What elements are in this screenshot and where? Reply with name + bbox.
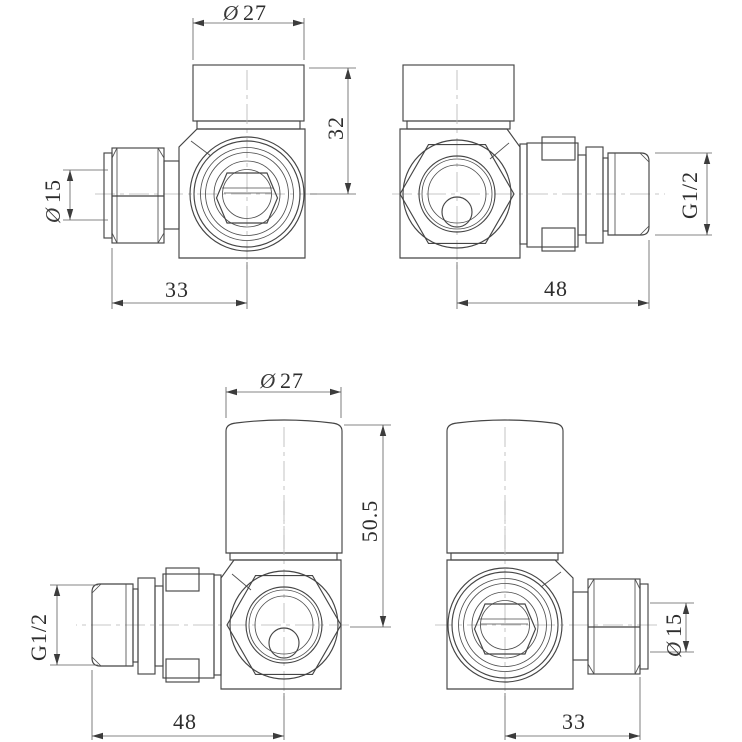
diameter-symbol: Ø (222, 1, 239, 25)
dim-top-left-diameter-15: Ø 15 (40, 169, 108, 224)
dim-value: 50.5 (357, 500, 382, 543)
dim-bottom-left-height-505: 50.5 (344, 424, 391, 628)
dim-value: G1/2 (677, 171, 702, 219)
dim-bottom-left-diameter-27: Ø 27 (225, 368, 342, 418)
dim-value: 33 (562, 709, 586, 734)
dim-bottom-right-diameter-15: Ø 15 (650, 602, 694, 658)
diameter-symbol: Ø (259, 369, 276, 393)
dim-value: 32 (323, 116, 348, 140)
dim-top-left-width-33: 33 (111, 248, 248, 309)
dim-top-right-width-48: 48 (456, 240, 650, 309)
view-bottom-left-valve: Ø 27 50.5 G1/2 48 (26, 368, 391, 740)
dim-value: 33 (165, 277, 189, 302)
dim-bottom-left-thread-g12: G1/2 (26, 584, 98, 666)
dim-top-left-height-32: 32 (309, 67, 356, 195)
dim-value: 27 (243, 0, 267, 25)
diameter-symbol: Ø (41, 207, 65, 224)
view-bottom-right-valve: Ø 15 33 (434, 419, 694, 740)
dim-top-right-thread-g12: G1/2 (655, 152, 712, 236)
dim-bottom-right-width-33: 33 (504, 677, 641, 740)
diameter-symbol: Ø (662, 641, 686, 658)
dim-top-left-diameter-27: Ø 27 (192, 0, 305, 60)
view-top-right-valve: G1/2 48 (391, 64, 712, 309)
dim-value: G1/2 (26, 613, 51, 661)
dim-bottom-left-width-48: 48 (91, 670, 285, 740)
view-top-left-valve: Ø 27 32 Ø 15 (40, 0, 356, 309)
dim-value: 48 (544, 276, 568, 301)
dim-value: 48 (173, 709, 197, 734)
dim-value: 15 (661, 613, 686, 637)
dim-value: 15 (40, 179, 65, 203)
dim-value: 27 (280, 368, 304, 393)
